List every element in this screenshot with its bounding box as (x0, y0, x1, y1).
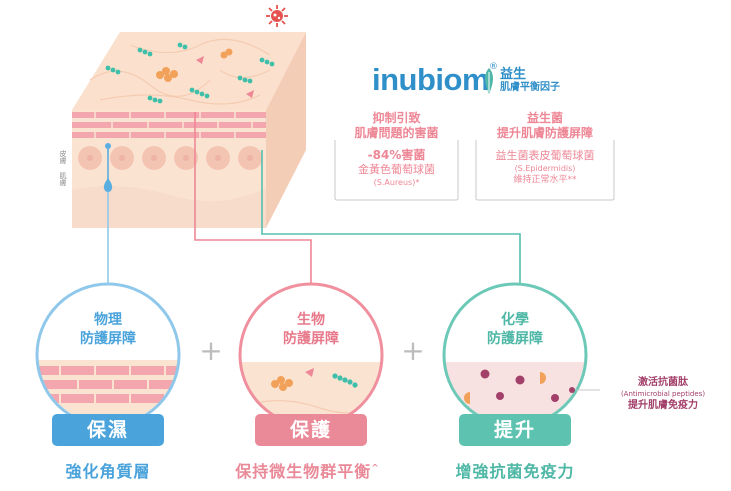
blue-connector (103, 143, 113, 284)
callout-harmful-name: 金黃色葡萄球菌 (358, 163, 435, 176)
circle1-title-line2: 防護屏障 (80, 331, 136, 347)
caption-physical: 強化角質層 (65, 462, 151, 481)
tagline-bottom: 肌膚平衡因子 (500, 82, 560, 94)
circle3-title-line1: 化學 (501, 312, 529, 328)
badge-moisturize: 保濕 (52, 414, 164, 446)
circle1-title-line1: 物理 (94, 312, 122, 328)
circle3-title-line2: 防護屏障 (487, 331, 543, 347)
peptide-label: 激活抗菌肽 (Antimicrobial peptides) 提升肌膚免疫力 (603, 376, 723, 412)
bacteria-cluster (156, 48, 233, 82)
callout-harmful: 抑制引致 肌膚問題的害菌 -84%害菌 金黃色葡萄球菌 (S.Aureus)* (335, 111, 458, 188)
callout-beneficial-name: 益生菌表皮葡萄球菌 (495, 149, 595, 162)
leaf-icon (485, 68, 493, 94)
circle2-title-line1: 生物 (297, 312, 325, 328)
callout-beneficial: 益生菌 提升肌膚防護屏障 益生菌表皮葡萄球菌 (S.Epidermidis) 維… (476, 111, 614, 187)
peptide-line2: (Antimicrobial peptides) (620, 390, 706, 398)
teal-connector (261, 150, 521, 284)
plus-sign-2: + (401, 334, 425, 367)
callout-brackets (334, 140, 615, 201)
peptide-line1: 激活抗菌肽 (638, 377, 688, 388)
skin-block (72, 32, 306, 228)
bacteria-chains (105, 42, 275, 104)
badge-protect: 保護 (255, 414, 367, 446)
callout-beneficial-title1: 益生菌 (526, 111, 563, 125)
logo-text: inubiom (372, 62, 490, 97)
skin-label-side: 肌膚 (59, 172, 67, 186)
plus-sign-1: + (199, 334, 223, 367)
callout-beneficial-title2: 提升肌膚防護屏障 (496, 126, 593, 140)
peptide-line3: 提升肌膚免疫力 (628, 400, 698, 411)
peptide-pointer (569, 387, 600, 393)
circle2-title: 生物 防護屏障 (251, 311, 371, 349)
callout-harmful-title1: 抑制引致 (372, 111, 421, 125)
caption-biological: 保持微生物群平衡 (235, 462, 372, 481)
circle2-title-line2: 防護屏障 (283, 331, 339, 347)
badge-boost: 提升 (459, 414, 571, 446)
virus-icon (266, 5, 288, 27)
callout-beneficial-note: 維持正常水平** (513, 175, 577, 185)
callout-harmful-stat: -84%害菌 (367, 148, 426, 162)
tagline-top: 益生 (500, 67, 527, 82)
brand-tagline: 益生 肌膚平衡因子 (500, 67, 560, 94)
callout-beneficial-latin: (S.Epidermidis) (514, 164, 576, 173)
caption-biological-wrap: 保持微生物群平衡^ (205, 458, 410, 482)
registered-mark: ® (489, 62, 499, 72)
brand-logo: inubiom® (372, 62, 498, 98)
circle1-title: 物理 防護屏障 (48, 311, 168, 349)
pink-connector (194, 112, 312, 284)
circle3-title: 化學 防護屏障 (455, 311, 575, 349)
callout-harmful-title2: 肌膚問題的害菌 (354, 126, 439, 140)
caption-biological-sup: ^ (371, 463, 380, 474)
caption-chemical: 增強抗菌免疫力 (455, 462, 575, 481)
skin-label-top: 皮膚 (59, 150, 67, 164)
callout-harmful-latin: (S.Aureus)* (373, 178, 420, 187)
